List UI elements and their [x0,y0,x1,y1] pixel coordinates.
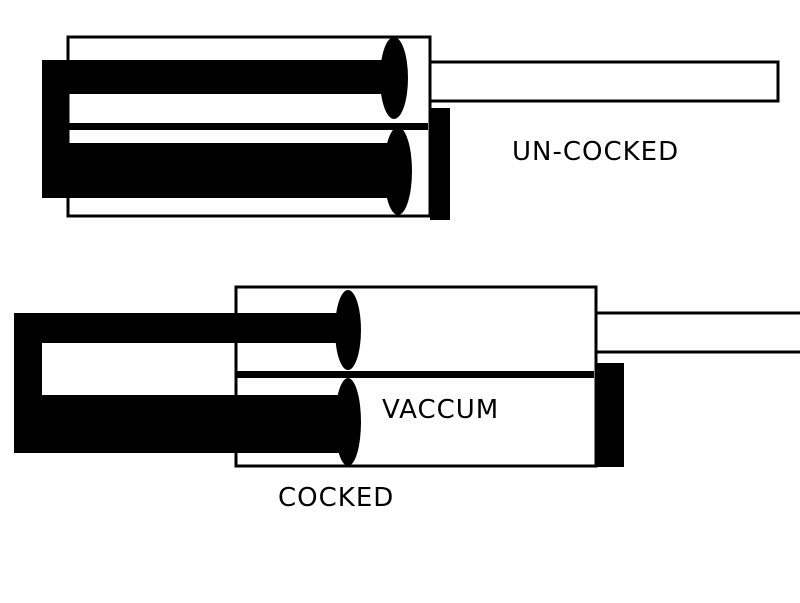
vacuum-label: VACCUM [382,395,500,425]
uncocked-lower-plunger-head [384,127,412,215]
uncocked-assembly [42,35,780,220]
uncocked-upper-plunger-head [380,37,408,119]
uncocked-label: UN-COCKED [512,137,680,167]
cocked-chamber-divider [236,371,594,378]
cocked-outer-rod [594,311,800,354]
cocked-upper-plunger-head [335,290,361,370]
uncocked-upper-plunger-rod [42,60,394,94]
uncocked-outer-rod [428,60,780,103]
uncocked-lower-plunger-rod [42,143,398,198]
cocked-lower-plunger-head [335,378,361,466]
cocked-assembly [14,285,800,468]
cocked-end-cap [596,363,624,467]
cocked-label: COCKED [278,483,395,513]
uncocked-chamber-divider [68,123,428,130]
cocked-lower-plunger-rod [14,395,348,453]
cocked-upper-plunger-rod [14,313,350,343]
uncocked-end-cap [430,108,450,220]
